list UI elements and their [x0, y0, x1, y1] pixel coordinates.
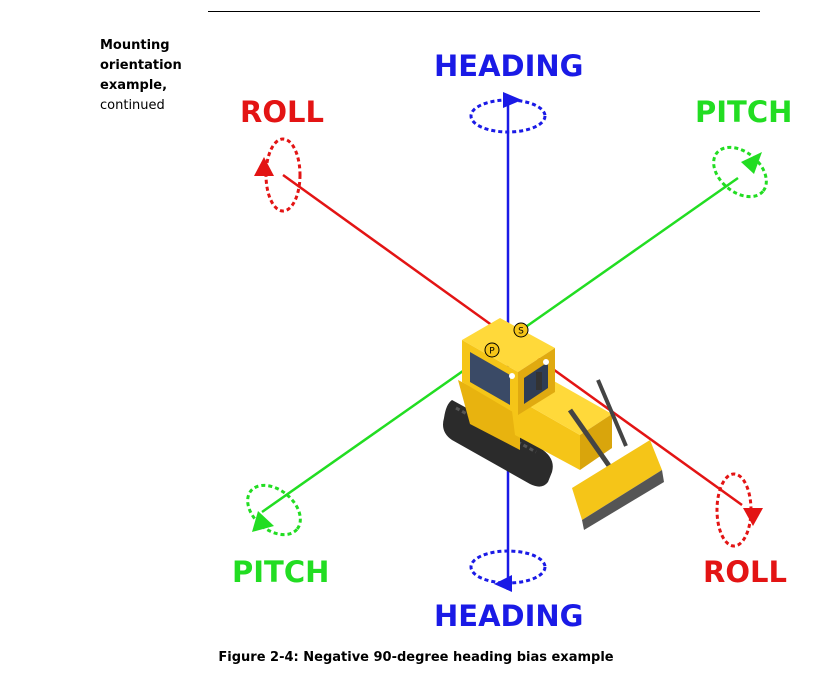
top-divider [208, 11, 760, 12]
pitch-label-top: PITCH [695, 95, 793, 129]
margin-note-line1: Mounting [100, 38, 170, 53]
figure-caption: Figure 2-4: Negative 90-degree heading b… [218, 650, 614, 665]
pitch-label-bottom: PITCH [232, 555, 330, 589]
margin-note-line2: orientation [100, 58, 182, 73]
heading-arrow-top-icon [503, 92, 522, 108]
margin-note-line4: continued [100, 98, 165, 113]
roll-label-bottom: ROLL [703, 555, 787, 589]
marker-s: S [518, 327, 524, 337]
pitch-rotation-top [712, 145, 768, 199]
pitch-rotation-bottom [246, 483, 302, 537]
margin-note: Mounting orientation example, continued [100, 36, 200, 116]
bulldozer-icon [443, 318, 664, 530]
margin-note-line3: example, [100, 78, 168, 93]
roll-arrow-bottom-icon [743, 508, 763, 526]
heading-label-bottom: HEADING [434, 599, 584, 633]
heading-label-top: HEADING [434, 49, 584, 83]
pitch-arrow-top-icon [741, 152, 762, 174]
marker-p: P [489, 347, 495, 357]
pitch-arrow-bottom-icon [252, 511, 274, 532]
heading-arrow-bottom-icon [494, 575, 512, 592]
roll-arrow-top-icon [254, 157, 274, 176]
roll-label-top: ROLL [240, 95, 324, 129]
